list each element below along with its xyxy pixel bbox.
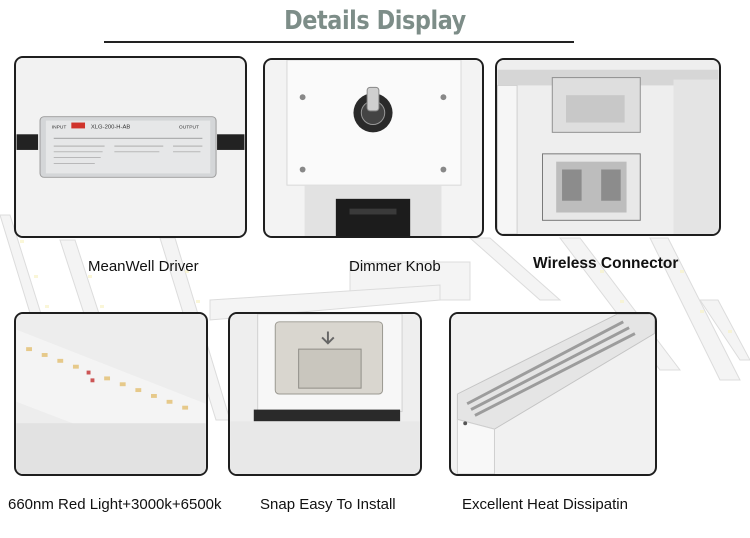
panel-wireless-connector — [495, 58, 721, 236]
page-title: Details Display — [284, 6, 466, 36]
caption-led-light: 660nm Red Light+3000k+6500k — [8, 496, 222, 513]
panel-dimmer-knob — [263, 58, 484, 238]
caption-meanwell-driver: MeanWell Driver — [88, 258, 199, 275]
snap-clip-image — [230, 314, 420, 474]
caption-heat-dissipation: Excellent Heat Dissipatin — [462, 496, 628, 513]
caption-wireless-connector: Wireless Connector — [533, 255, 679, 272]
dimmer-knob-image — [265, 60, 482, 236]
panel-snap-install — [228, 312, 422, 476]
caption-dimmer-knob: Dimmer Knob — [349, 258, 441, 275]
driver-output-label: OUTPUT — [179, 124, 199, 130]
led-strip-image — [16, 314, 206, 474]
heat-sink-image — [451, 314, 655, 474]
driver-image: INPUT XLG-200-H-AB OUTPUT — [16, 58, 245, 236]
caption-snap-install: Snap Easy To Install — [260, 496, 396, 513]
driver-model-label: XLG-200-H-AB — [91, 124, 130, 130]
title-underline — [104, 41, 574, 43]
panel-led-light — [14, 312, 208, 476]
panel-heat-dissipation — [449, 312, 657, 476]
panel-meanwell-driver: INPUT XLG-200-H-AB OUTPUT — [14, 56, 247, 238]
wireless-connector-image — [497, 60, 719, 234]
driver-input-label: INPUT — [52, 124, 67, 130]
